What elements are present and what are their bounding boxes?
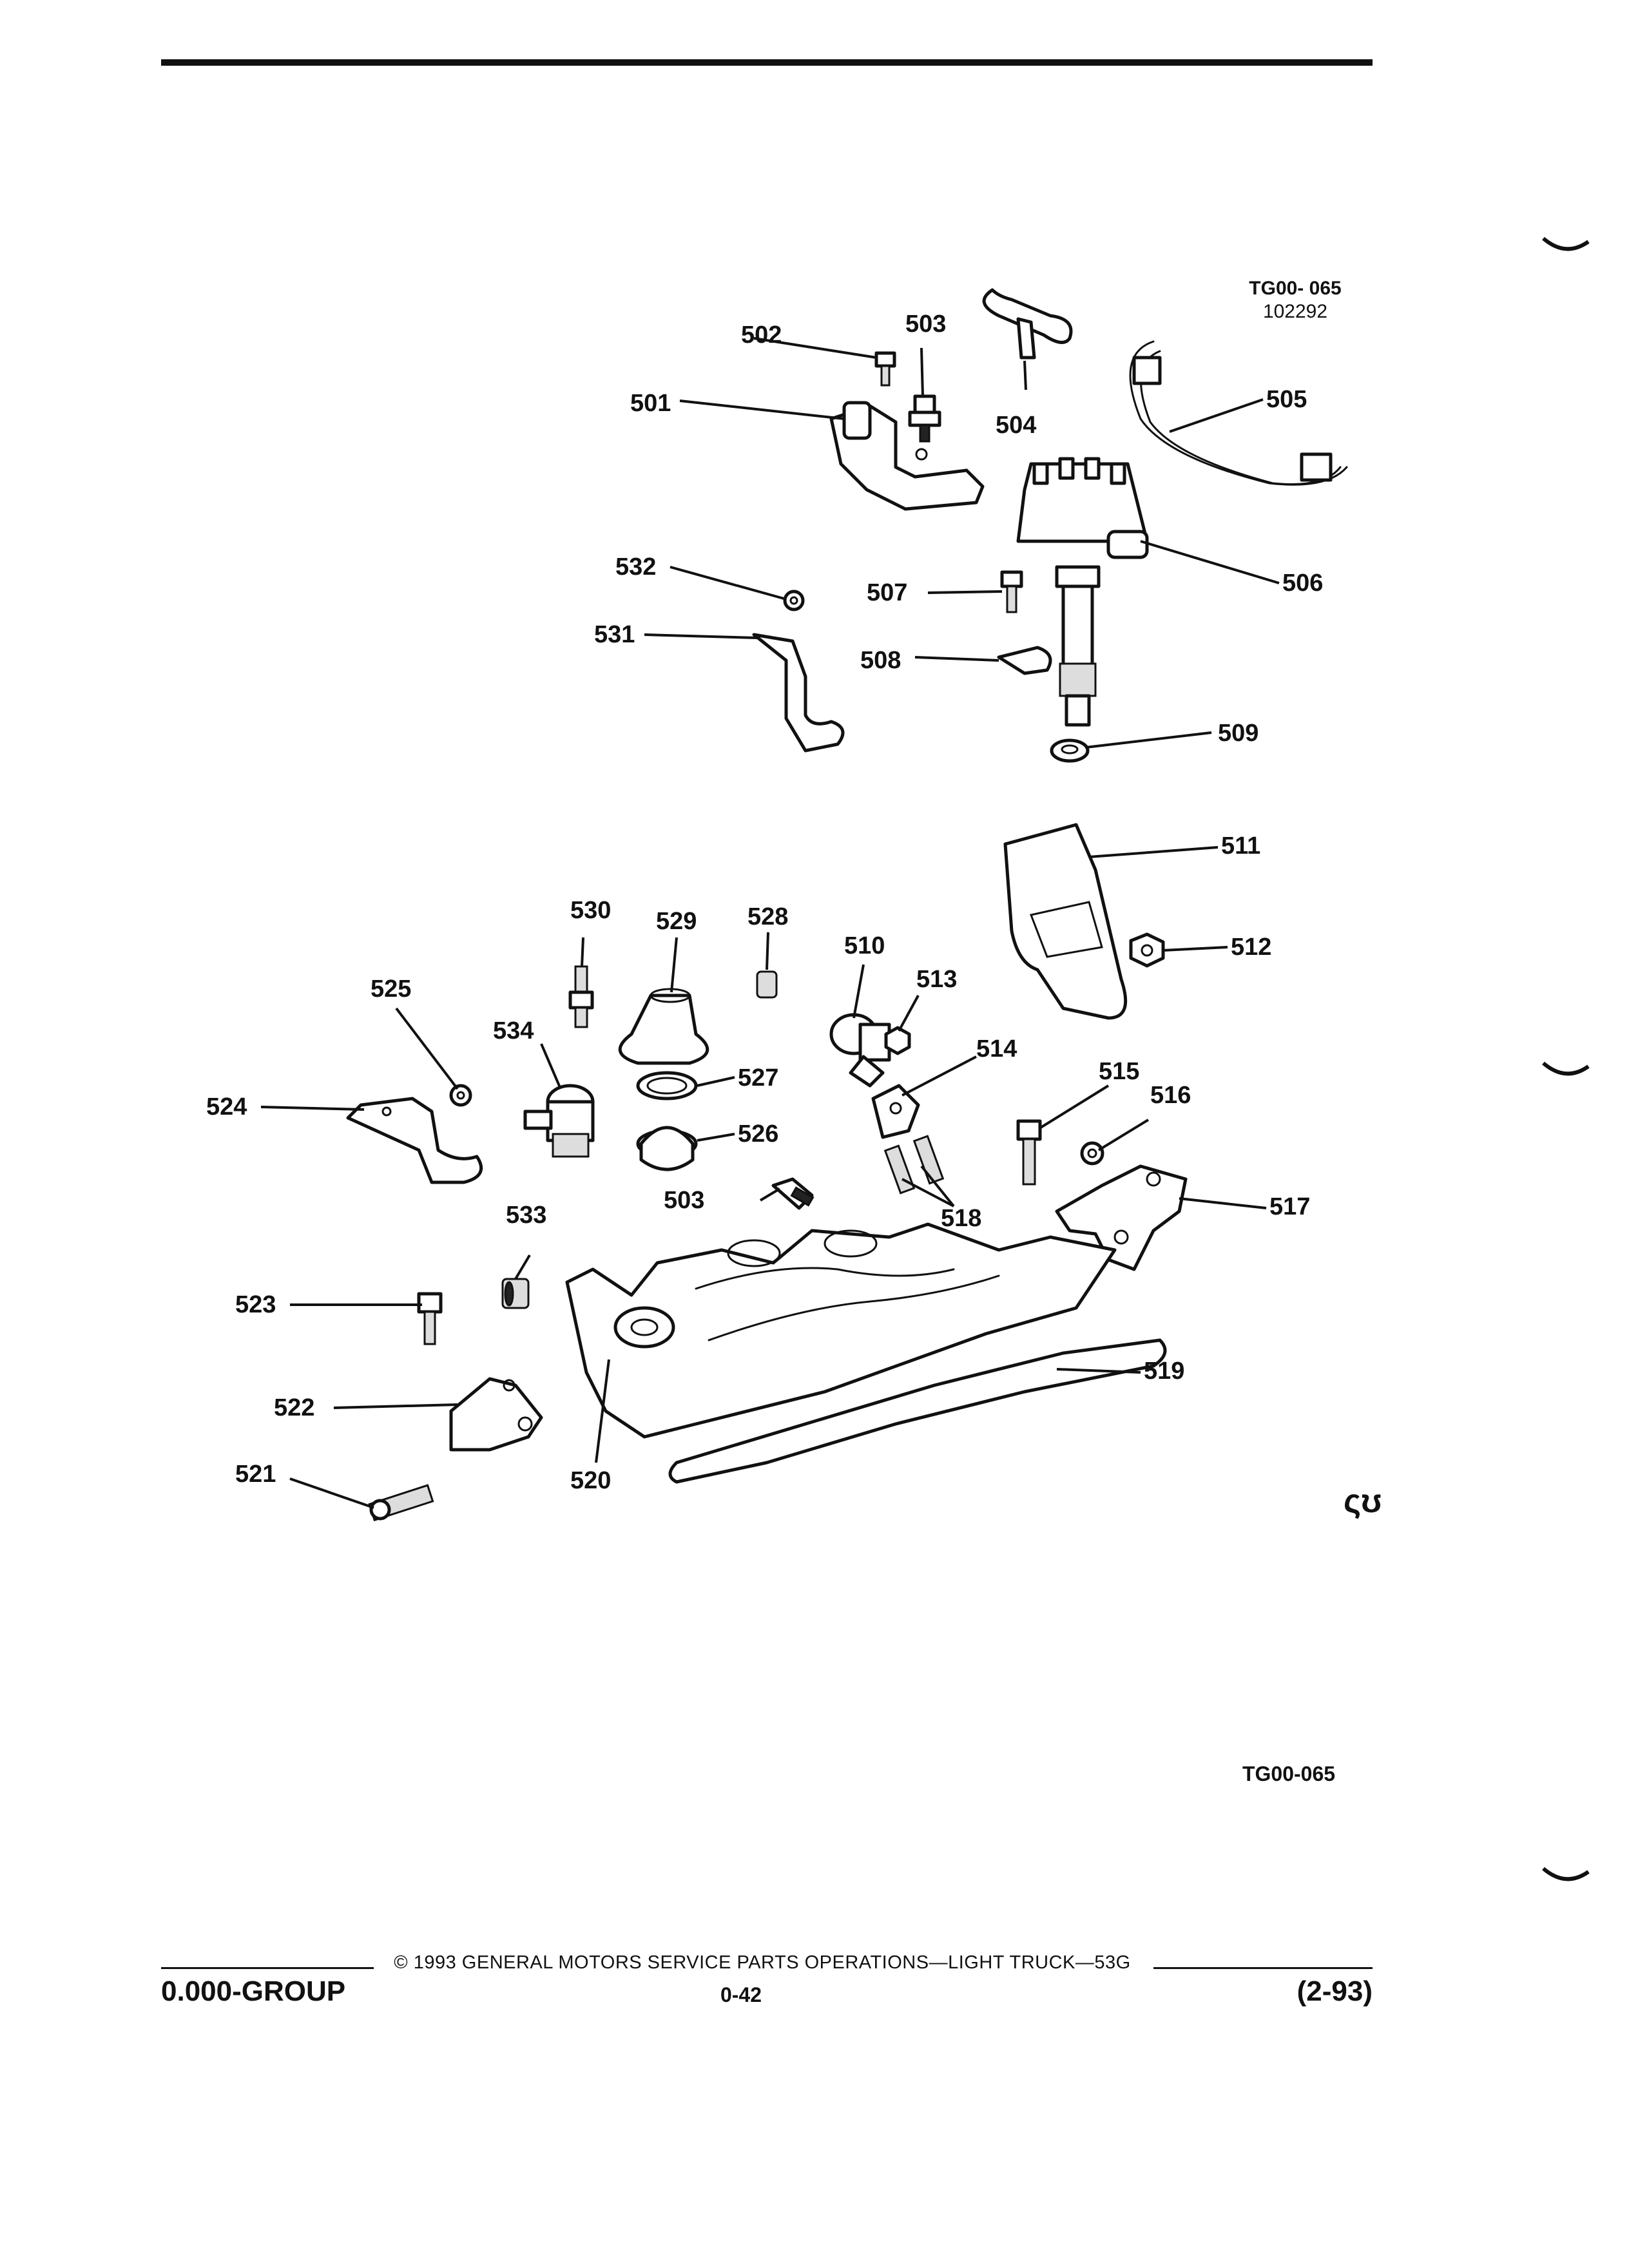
part-504-wire: [982, 288, 1073, 360]
footer-rule-left: [161, 1967, 374, 1969]
part-505-harness: [1129, 340, 1348, 486]
punch-mark-middle: [1542, 1061, 1590, 1076]
side-symbol: ςʊ: [1344, 1483, 1382, 1520]
callout-530: 530: [570, 897, 611, 924]
part-531-bracket: [752, 633, 845, 753]
part-517-bracket: [1055, 1164, 1188, 1271]
callout-534: 534: [493, 1017, 534, 1044]
callout-516: 516: [1150, 1082, 1191, 1109]
part-521-stud: [368, 1484, 434, 1522]
callout-503: 503: [905, 311, 946, 338]
figure-caption: TG00-065: [1242, 1762, 1336, 1785]
callout-506: 506: [1282, 570, 1323, 597]
part-509-washer: [1050, 738, 1090, 763]
callout-528: 528: [747, 903, 788, 930]
footer-revision: (2-93): [1296, 1975, 1373, 2007]
part-519-gasket: [668, 1338, 1167, 1484]
part-523-bolt: [417, 1292, 443, 1345]
part-513-nut: [884, 1026, 911, 1055]
punch-mark-top: [1542, 236, 1590, 251]
callout-521: 521: [235, 1461, 276, 1488]
figure-id: TG00- 065: [1249, 278, 1342, 299]
callout-518: 518: [941, 1205, 981, 1232]
part-507-bolt: [1000, 570, 1023, 613]
callout-509: 509: [1218, 720, 1258, 747]
part-520-intake-manifold: [565, 1222, 1117, 1439]
figure-id-block: TG00- 065 102292: [1224, 277, 1366, 323]
footer-group: 0.000-GROUP: [161, 1975, 346, 2007]
callout-502: 502: [741, 322, 782, 349]
part-527-gasket: [636, 1071, 698, 1100]
callout-519: 519: [1144, 1358, 1184, 1385]
callout-515: 515: [1099, 1058, 1139, 1085]
callout-524: 524: [206, 1093, 247, 1120]
callout-525: 525: [371, 975, 411, 1003]
callout-522: 522: [274, 1394, 314, 1421]
callout-529: 529: [656, 908, 697, 935]
part-516-nut: [1080, 1141, 1104, 1166]
figure-date-code: 102292: [1262, 301, 1328, 322]
callout-527: 527: [738, 1064, 778, 1091]
part-514-plate: [871, 1084, 920, 1139]
callout-513: 513: [916, 966, 957, 993]
callout-508: 508: [860, 647, 901, 674]
callout-532: 532: [615, 553, 656, 581]
callout-533: 533: [506, 1202, 546, 1229]
callout-531: 531: [594, 621, 635, 648]
part-503-sensor: [908, 394, 941, 443]
part-534-fitting: [523, 1084, 595, 1158]
footer-page-number: 0-42: [720, 1983, 762, 2006]
part-532-nut: [783, 590, 805, 611]
part-515-bolt: [1016, 1119, 1042, 1186]
callout-504: 504: [996, 412, 1036, 439]
part-526-thermostat: [636, 1126, 698, 1171]
part-522-bracket: [449, 1377, 543, 1452]
callout-501: 501: [630, 390, 671, 417]
punch-mark-bottom: [1542, 1867, 1590, 1881]
callout-520: 520: [570, 1467, 611, 1494]
callout-labels: 501 502 503 504 505 506 507 508 509 510 …: [206, 311, 1323, 1494]
part-525-nut: [449, 1084, 472, 1107]
part-533-plug: [501, 1278, 530, 1309]
callout-510: 510: [844, 932, 885, 959]
callout-503-lower: 503: [664, 1187, 704, 1214]
part-508-clamp: [997, 646, 1052, 675]
callout-517: 517: [1269, 1193, 1310, 1220]
part-530-fitting: [568, 965, 594, 1028]
part-506-distributor: [1016, 457, 1149, 727]
part-524-bracket: [346, 1097, 483, 1184]
part-501-coil-bracket: [829, 401, 985, 511]
part-511-bracket: [1003, 823, 1128, 1020]
footer-rule-right: [1153, 1967, 1373, 1969]
footer-copyright: © 1993 GENERAL MOTORS SERVICE PARTS OPER…: [394, 1952, 1131, 1973]
callout-514: 514: [976, 1035, 1017, 1062]
part-503-lower-sensor: [771, 1177, 815, 1210]
callout-505: 505: [1266, 386, 1307, 413]
top-rule: [161, 59, 1373, 66]
callout-507: 507: [867, 579, 907, 606]
callout-511: 511: [1221, 832, 1260, 860]
callout-512: 512: [1231, 934, 1271, 961]
callout-523: 523: [235, 1291, 276, 1318]
part-528-plug: [756, 970, 778, 999]
callout-526: 526: [738, 1120, 778, 1148]
part-512-nut: [1129, 932, 1165, 968]
part-510-sensor: [829, 1013, 891, 1088]
leader-lines: [260, 337, 1280, 1509]
part-502-bolt: [874, 351, 896, 387]
part-529-thermostat-housing: [618, 988, 709, 1065]
